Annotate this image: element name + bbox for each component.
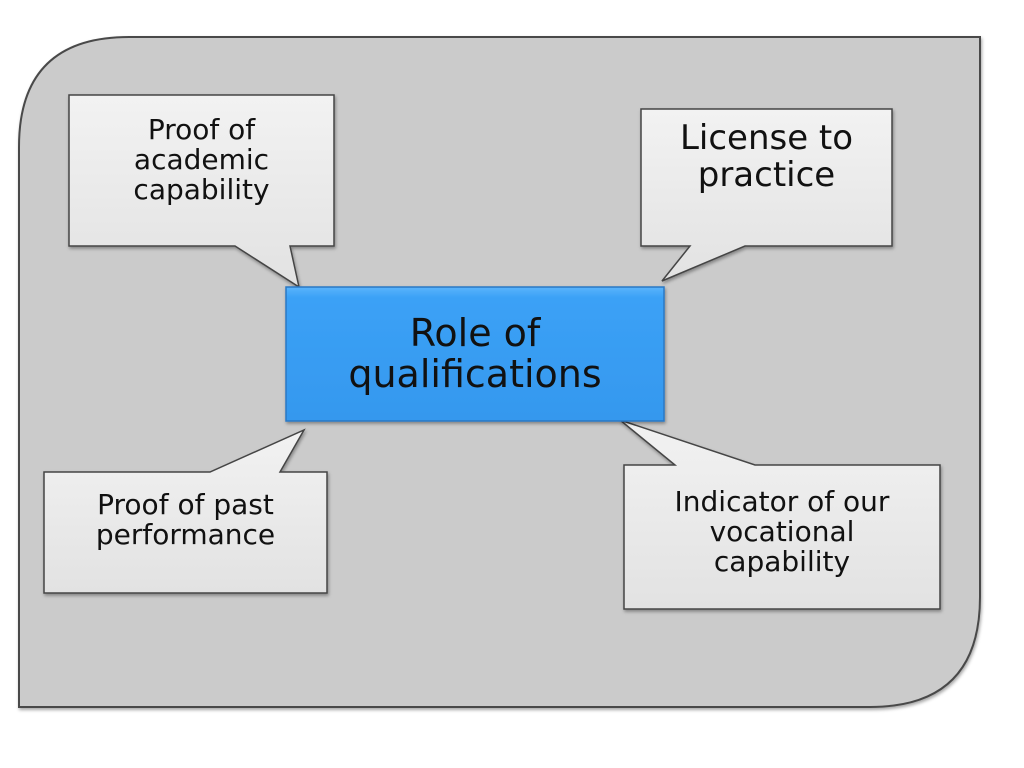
- callout-past-shape: [43, 428, 328, 594]
- callout-license-shape: [640, 108, 893, 282]
- center-box: [285, 286, 665, 422]
- callout-vocational-shape: [619, 419, 941, 610]
- callout-academic-shape: [68, 94, 335, 289]
